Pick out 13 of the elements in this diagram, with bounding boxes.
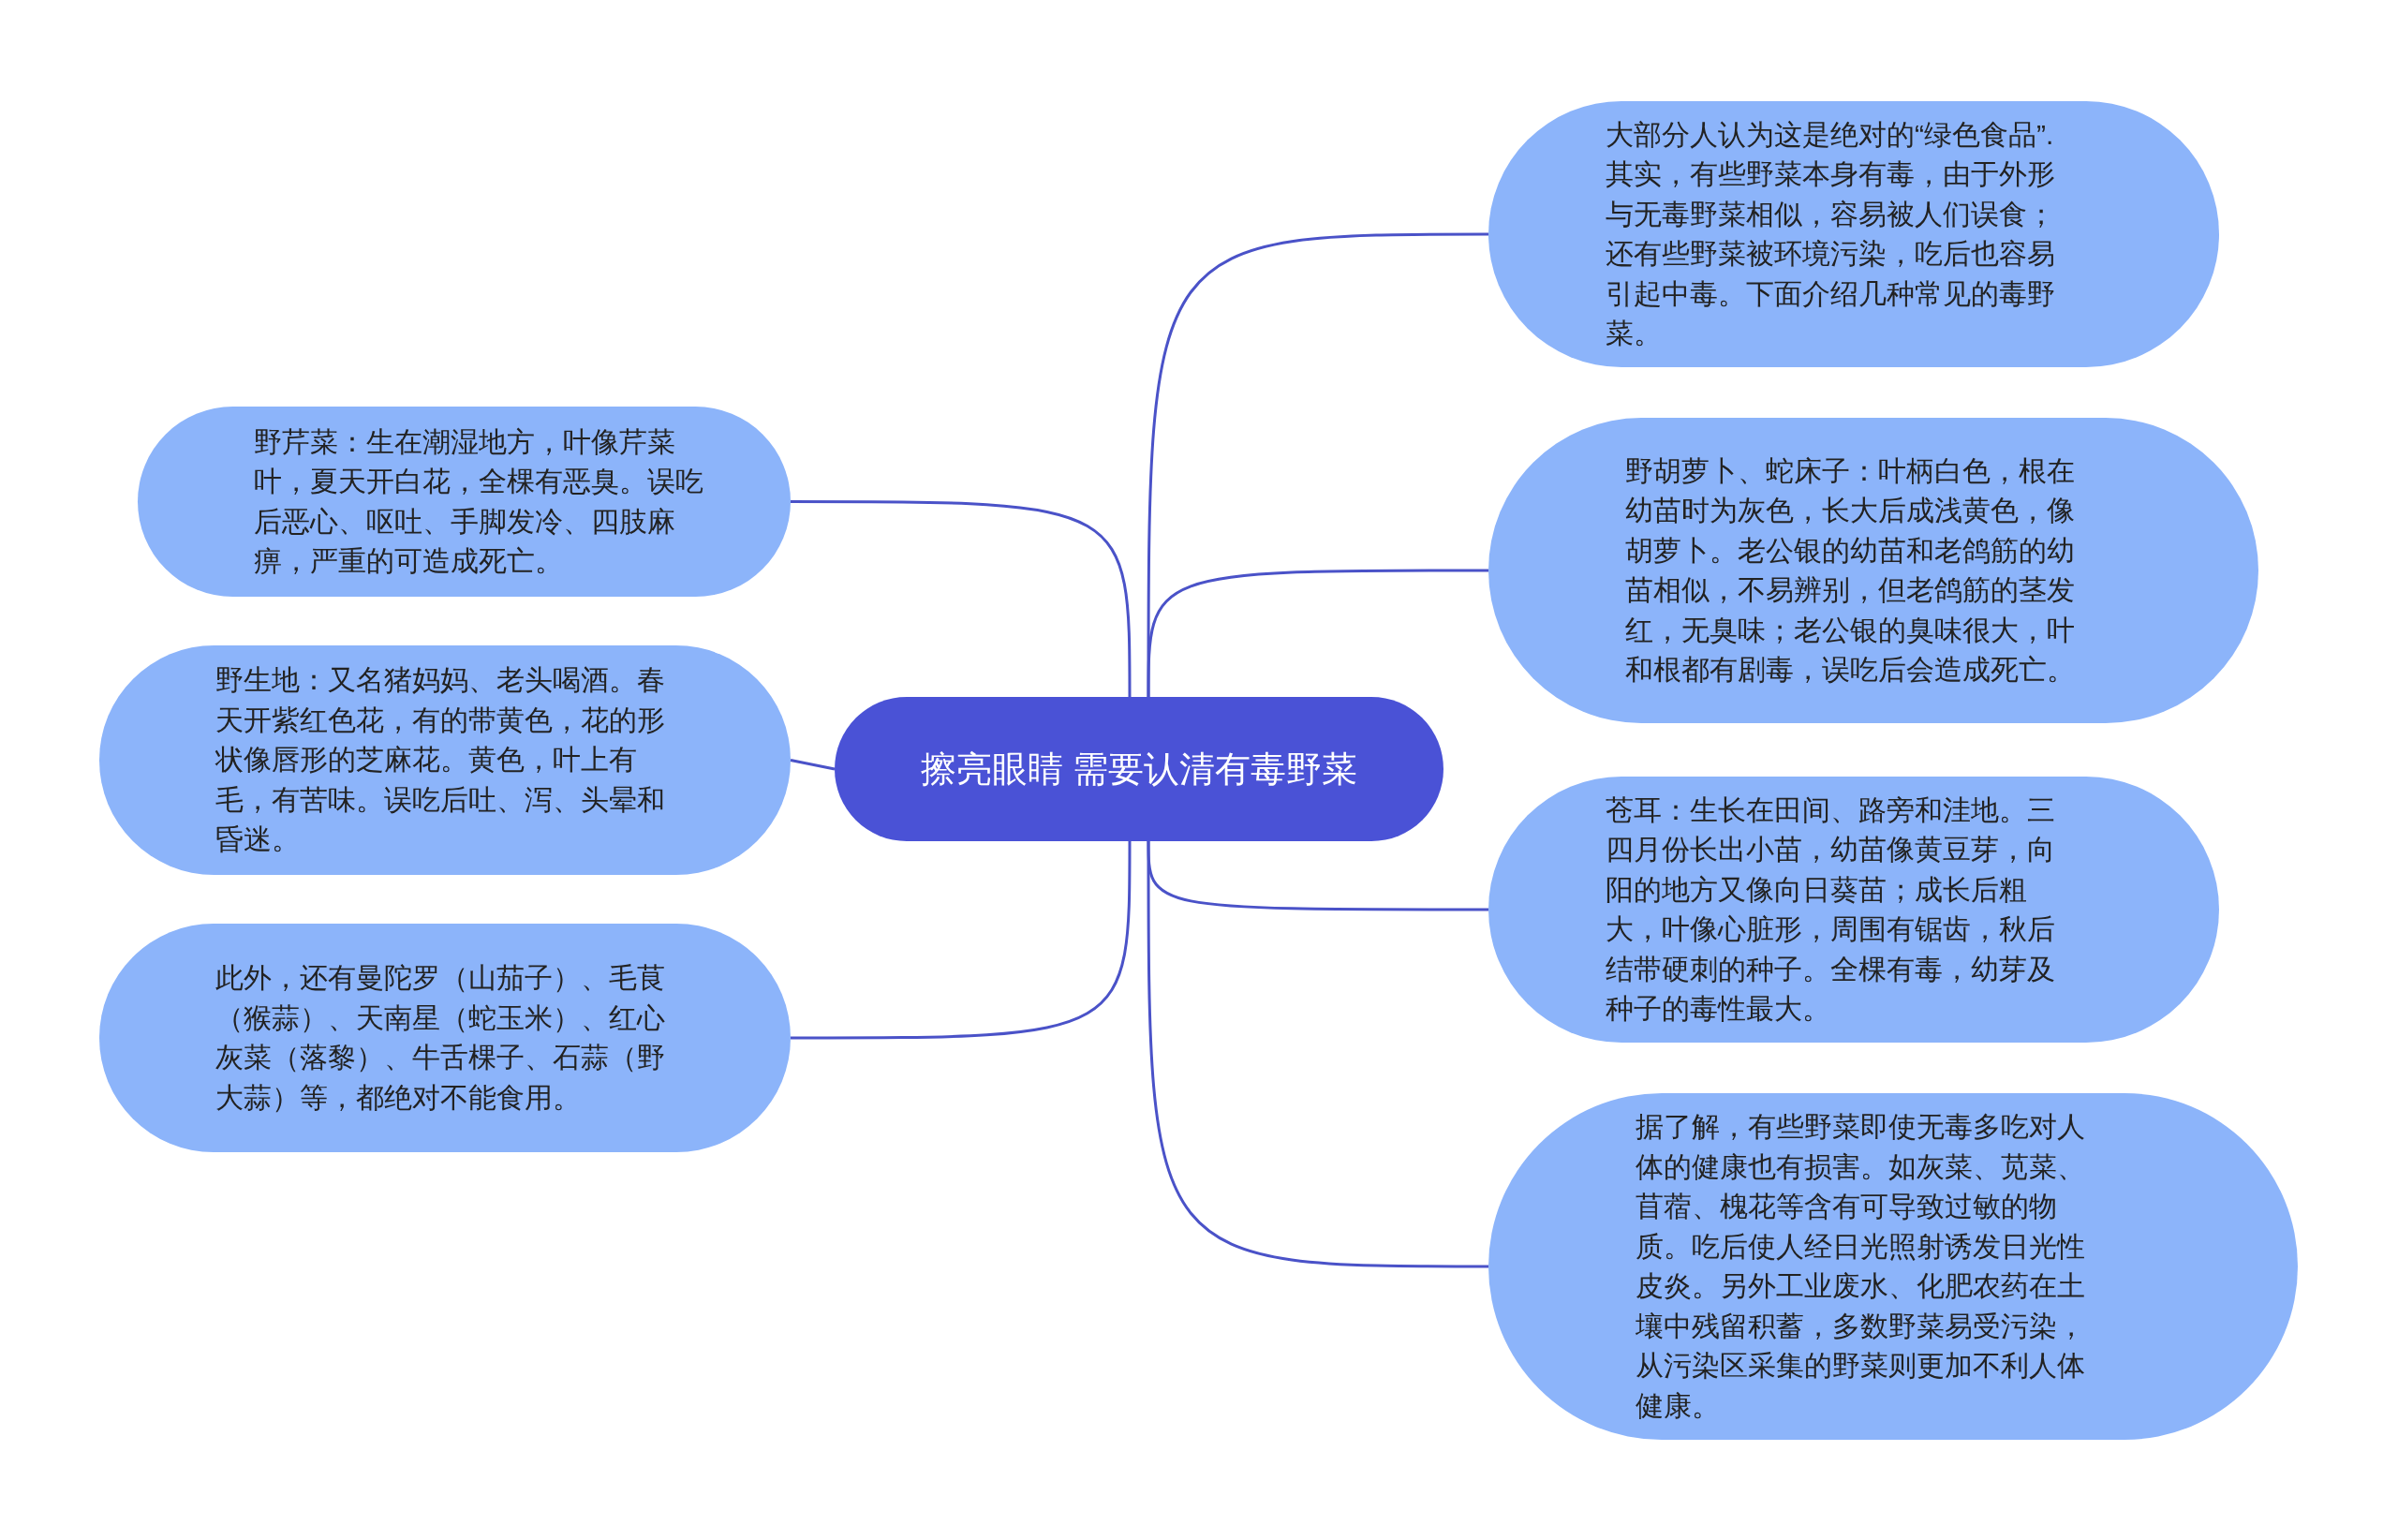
- connector-line: [791, 841, 1132, 1040]
- topic-text: 野胡萝卜、蛇床子：叶柄白色，根在幼苗时为灰色，长大后成浅黄色，像胡萝卜。老公银的幼苗和老鸽筋的幼苗相似，不易辨别，但老鸽筋的茎发红，无臭味；老公银的臭味很大，叶和根都有剧毒，误吃后会造成死亡。: [1625, 453, 2076, 687]
- topic-text: 苍耳：生长在田间、路旁和洼地。三四月份长出小苗，幼苗像黄豆芽，向阳的地方又像向日葵苗；成长后粗大，叶像心脏形，周围有锯齿，秋后结带硬刺的种子。全棵有毒，幼芽及种子的毒性最大。: [1606, 792, 2056, 1026]
- topic-title: 擦亮眼睛 需要认清有毒野菜: [919, 748, 1359, 791]
- connector-line: [1147, 569, 1488, 697]
- topic-text: 此外，还有曼陀罗（山茄子）、毛茛（猴蒜）、天南星（蛇玉米）、红心灰菜（落黎）、牛舌棵子、石蒜（野大蒜）等，都绝对不能食用。: [215, 961, 666, 1115]
- connector-line: [1147, 841, 1488, 1268]
- topic-text: 野生地：又名猪妈妈、老头喝酒。春天开紫红色花，有的带黄色，花的形状像唇形的芝麻花。黄色，叶上有毛，有苦味。误吃后吐、泻、头晕和昏迷。: [215, 663, 666, 857]
- connector-line: [791, 500, 1132, 697]
- connector-line: [790, 759, 836, 771]
- topic-text: 大部分人认为这是绝对的“绿色食品”.其实，有些野菜本身有毒，由于外形与无毒野菜相似，容易被人们误食；还有些野菜被环境污染，吃后也容易引起中毒。下面介绍几种常见的毒野菜。: [1606, 117, 2056, 350]
- topic-text: 据了解，有些野菜即使无毒多吃对人体的健康也有损害。如灰菜、苋菜、苜蓿、槐花等含有可导致过敏的物质。吃后使人经日光照射诱发日光性皮炎。另外工业废水、化肥农药在土壤中残留积蓄，多数野菜易受污染，从污染区采集的野菜则更加不利人体健康。: [1636, 1110, 2086, 1423]
- topic-text: 野芹菜：生在潮湿地方，叶像芹菜叶，夏天开白花，全棵有恶臭。误吃后恶心、呕吐、手脚发冷、四肢麻痹，严重的可造成死亡。: [253, 424, 704, 578]
